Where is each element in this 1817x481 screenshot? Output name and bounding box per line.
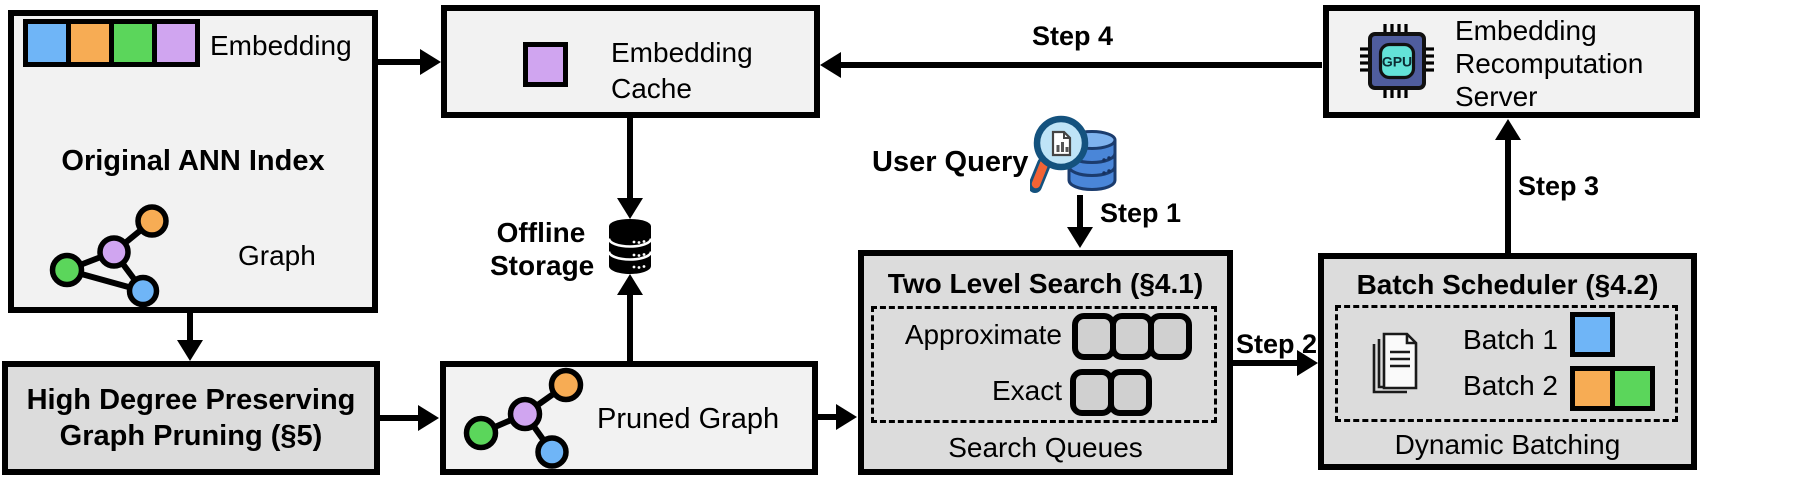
magnifier-handle [1031, 159, 1049, 189]
offline-storage-line1: Offline [496, 217, 586, 248]
high-degree-pruning-line2: Graph Pruning (§5) [59, 420, 323, 452]
offline-storage-line2: Storage [490, 250, 595, 281]
queue-slot [1108, 369, 1152, 416]
exact-queues [1070, 369, 1152, 416]
arrow-ann-to-cache [378, 59, 422, 65]
ann-graph-icon [49, 204, 169, 308]
embedding-cache-line1: Embedding [611, 37, 753, 68]
arrowhead [617, 274, 643, 295]
high-degree-pruning-line1: High Degree Preserving [26, 384, 356, 416]
batch2-square-orange [1570, 366, 1615, 411]
approximate-label: Approximate [904, 319, 1062, 350]
user-query-icon [1030, 115, 1117, 193]
graph-node-orange [135, 204, 169, 238]
embedding-swatch-green [114, 24, 152, 62]
graph-label: Graph [238, 240, 316, 271]
search-queues-panel: Approximate Exact [871, 306, 1217, 423]
pruned-graph-icon [463, 367, 584, 469]
arrowhead [820, 52, 841, 78]
batch1-label: Batch 1 [1463, 324, 1558, 355]
original-ann-index-box: Embedding Original ANN Index Graph [8, 10, 378, 313]
recomputation-server-box: GPU Embedding Recomputation Server [1323, 5, 1700, 118]
gpu-label: GPU [1382, 54, 1412, 70]
pruned-graph-label: Pruned Graph [597, 403, 780, 435]
batch2-squares [1570, 366, 1655, 411]
recomputation-server-line2: Recomputation [1455, 48, 1644, 79]
graph-node-blue [535, 435, 569, 469]
arrow-server-to-cache [841, 62, 1322, 68]
batch2-square-green [1610, 366, 1655, 411]
cached-embedding-square [523, 42, 568, 87]
embedding-swatch-blue [28, 24, 66, 62]
batch-scheduler-title: Batch Scheduler (§4.2) [1356, 269, 1659, 300]
pruned-graph-box: Pruned Graph [440, 361, 818, 475]
dynamic-batching-panel: Batch 1 Batch 2 [1335, 305, 1678, 422]
arrowhead [617, 198, 643, 219]
arrowhead [420, 49, 441, 75]
user-query-label: User Query [872, 146, 1029, 178]
graph-node-purple [507, 396, 543, 432]
documents-icon [1372, 332, 1418, 394]
queue-slot [1148, 313, 1192, 360]
dynamic-batching-label: Dynamic Batching [1394, 429, 1621, 460]
high-degree-pruning-box: High Degree Preserving Graph Pruning (§5… [2, 361, 380, 475]
graph-node-blue [126, 274, 160, 308]
step3-label: Step 3 [1518, 171, 1600, 201]
exact-label: Exact [991, 375, 1062, 406]
graph-node-purple [97, 235, 131, 269]
step4-label: Step 4 [1032, 21, 1114, 51]
arrowhead [836, 404, 857, 430]
approximate-queues [1072, 313, 1192, 360]
arrow-scheduler-to-server [1505, 139, 1511, 253]
queue-slot [1070, 369, 1114, 416]
embedding-cache-line2: Cache [611, 73, 692, 104]
search-queues-label: Search Queues [948, 432, 1143, 463]
step2-label: Step 2 [1236, 329, 1318, 359]
recomputation-server-line3: Server [1455, 81, 1538, 112]
arrow-search-to-scheduler [1233, 360, 1299, 366]
arrow-pruned-graph-to-storage [627, 294, 633, 361]
embedding-vector-icon [23, 19, 200, 67]
database-icon [607, 219, 653, 274]
arrowhead [1297, 350, 1318, 376]
two-level-search-title: Two Level Search (§4.1) [887, 268, 1204, 299]
recomputation-server-line1: Embedding [1455, 15, 1597, 46]
step1-label: Step 1 [1100, 198, 1182, 228]
embedding-swatch-orange [71, 24, 109, 62]
original-ann-index-title: Original ANN Index [61, 145, 325, 177]
arrow-query-to-search [1077, 195, 1083, 228]
arrow-pruned-graph-to-search [818, 414, 838, 420]
arrowhead [418, 405, 439, 431]
arrow-cache-to-storage [627, 118, 633, 198]
arrow-pruning-to-pruned-graph [380, 415, 420, 421]
batch1-square-blue [1570, 312, 1615, 357]
graph-node-orange [548, 367, 584, 403]
arrowhead [1495, 119, 1521, 140]
embedding-cache-box: Embedding Cache [441, 5, 820, 118]
batch1-squares [1570, 312, 1615, 357]
gpu-icon: GPU [1360, 24, 1434, 98]
batch2-label: Batch 2 [1463, 370, 1558, 401]
arrow-ann-to-pruning [187, 313, 193, 342]
batch-scheduler-box: Batch Scheduler (§4.2) Batch 1 Batch 2 D… [1318, 253, 1697, 470]
graph-node-green [49, 252, 85, 288]
two-level-search-box: Two Level Search (§4.1) Approximate Exac… [858, 250, 1233, 475]
graph-node-green [463, 415, 499, 451]
arrowhead [1067, 227, 1093, 248]
embedding-label: Embedding [210, 30, 352, 61]
embedding-swatch-purple [157, 24, 195, 62]
arrowhead [177, 340, 203, 361]
